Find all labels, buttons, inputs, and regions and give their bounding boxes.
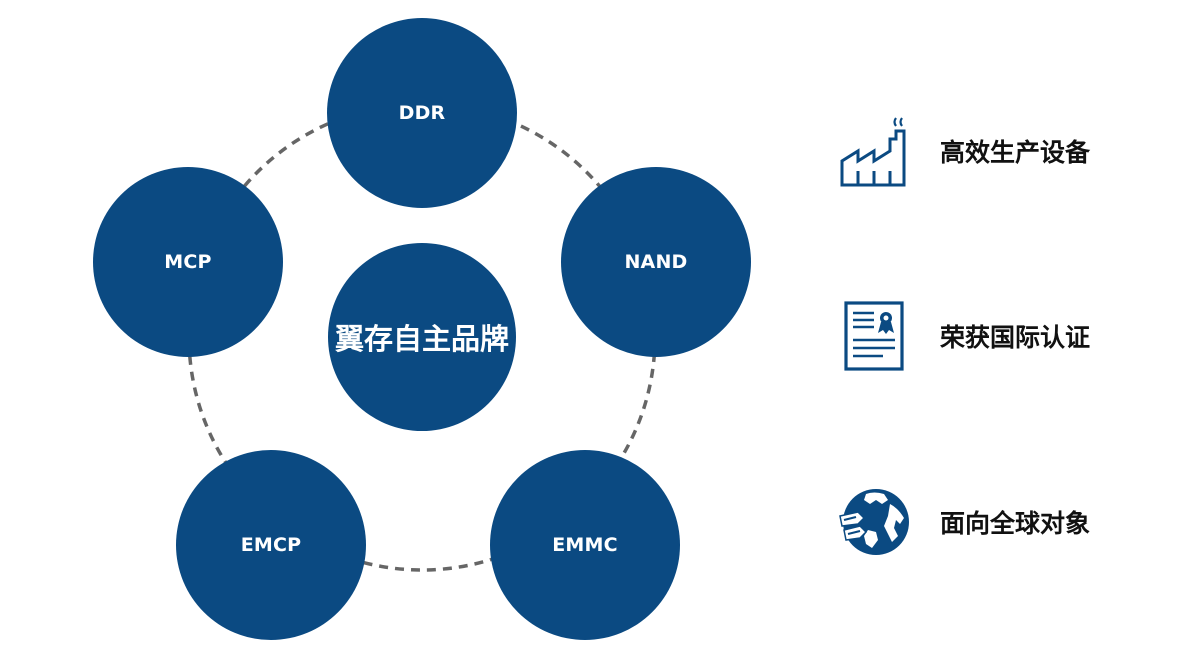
node-center-brand: 翼存自主品牌 <box>328 243 516 431</box>
node-emcp-label: EMCP <box>240 534 302 556</box>
node-emcp: EMCP <box>176 450 366 640</box>
node-ddr-label: DDR <box>398 102 446 124</box>
node-nand-label: NAND <box>624 251 688 273</box>
node-mcp: MCP <box>93 167 283 357</box>
factory-icon <box>838 115 910 187</box>
node-center-label: 翼存自主品牌 <box>334 322 509 356</box>
feature-production-label: 高效生产设备 <box>940 138 1091 167</box>
node-mcp-label: MCP <box>164 251 212 273</box>
feature-global: 面向全球对象 <box>838 486 1090 558</box>
feature-certification: 荣获国际认证 <box>838 300 1090 372</box>
certificate-icon <box>838 300 910 372</box>
feature-certification-label: 荣获国际认证 <box>940 323 1091 352</box>
feature-production: 高效生产设备 <box>838 115 1090 187</box>
globe-icon <box>838 486 910 558</box>
node-ddr: DDR <box>327 18 517 208</box>
node-emmc-label: EMMC <box>552 534 618 556</box>
node-nand: NAND <box>561 167 751 357</box>
node-emmc: EMMC <box>490 450 680 640</box>
feature-global-label: 面向全球对象 <box>940 509 1091 538</box>
